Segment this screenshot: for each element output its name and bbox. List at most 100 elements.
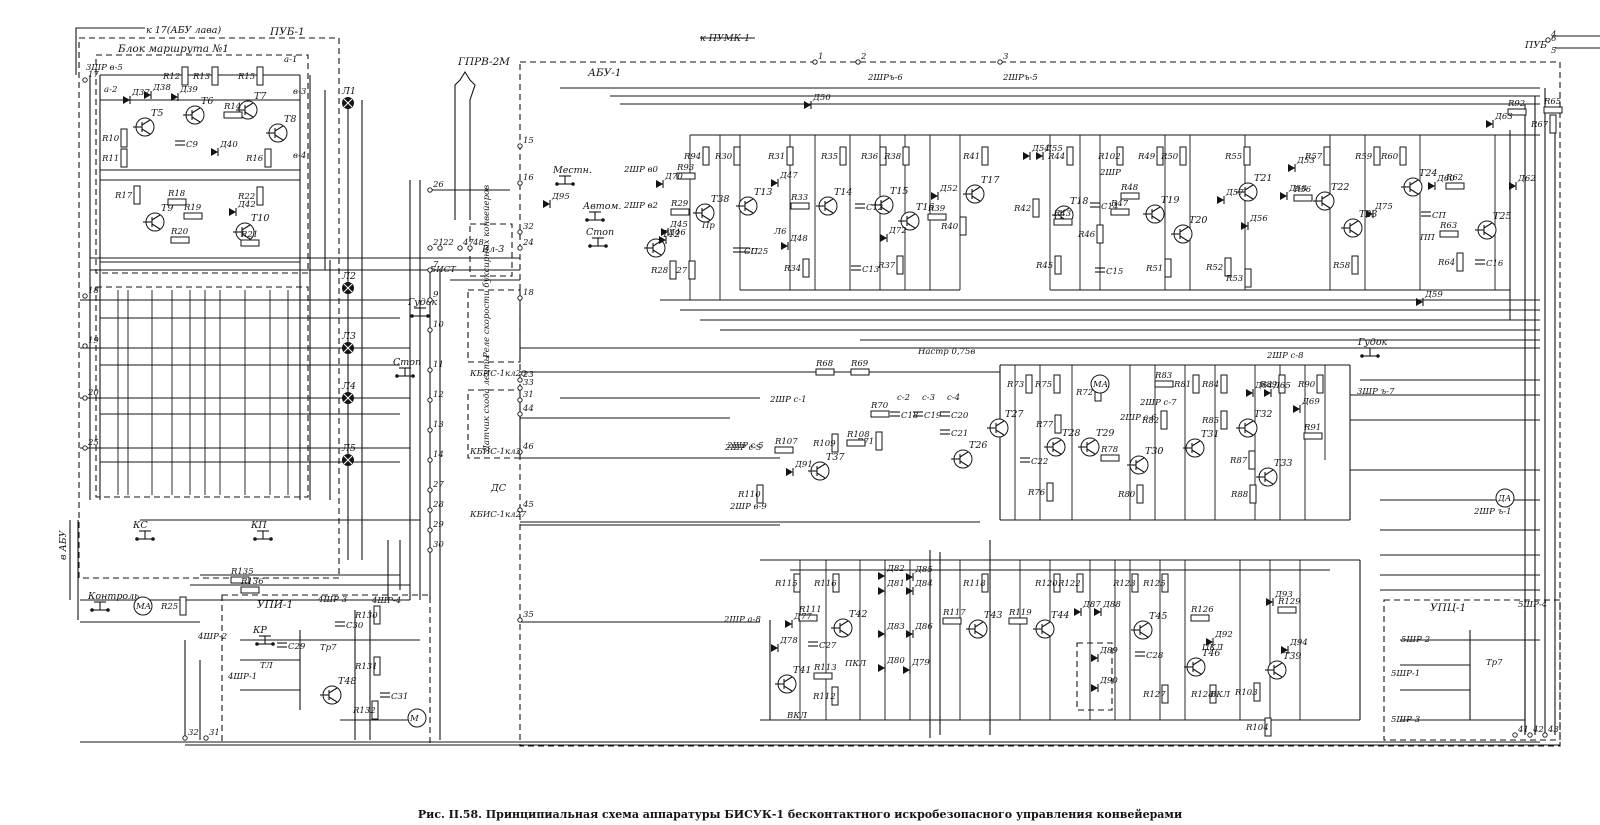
transistor-label: Т21 [1254, 173, 1272, 184]
diode-label: Д88 [1102, 600, 1121, 610]
connector-2шр-в-9: 2ШР в-9 [729, 502, 767, 512]
resistor-r122: R122 [1057, 573, 1084, 593]
capacitor-с21: С21 [940, 429, 968, 439]
connector-в-3: в-3 [293, 87, 306, 97]
element-label: ПКЛ [1201, 643, 1224, 653]
resistor-label: R44 [1047, 152, 1065, 162]
transistor-т28: Т28 [1044, 428, 1080, 457]
terminal-19: 19 [82, 336, 99, 349]
transistor-label: Т32 [1254, 409, 1272, 420]
diode-д65: Д65 [1264, 381, 1291, 397]
transistor-label: Т5 [151, 108, 163, 119]
terminal-label: 14 [433, 450, 444, 460]
resistor-r49: R49 [1137, 146, 1164, 166]
resistor-label: R67 [1530, 120, 1549, 130]
upc-1-frame [1383, 599, 1561, 741]
diode-д87: Д87 [1074, 600, 1101, 616]
terminal-label: 26 [432, 180, 444, 190]
terminal-label: 7 [433, 260, 439, 270]
diode-label: Д95 [551, 192, 570, 202]
element-label: ТЛ [260, 661, 274, 671]
element-вкл: ВКЛ [786, 711, 808, 721]
terminal-label: 15 [523, 136, 534, 146]
relay-label: Реле скорости буксирных конвейеров [481, 185, 492, 359]
terminal-label: 44 [522, 404, 534, 414]
diode-д81: Д81 [878, 579, 905, 595]
capacitor-label: С16 [1486, 259, 1504, 269]
transistor-label: Т44 [1051, 610, 1069, 621]
capacitor-label: С14 [1101, 202, 1118, 212]
capacitor-с14: С14 [1090, 202, 1118, 212]
resistor-label: R10 [101, 134, 120, 144]
resistor-label: R42 [1013, 204, 1031, 214]
resistor-r91: R91 [1303, 423, 1323, 440]
resistor-label: R39 [927, 204, 946, 214]
diode-д79: Д79 [903, 658, 930, 674]
transistor-label: Т48 [338, 676, 356, 687]
connector-с-2: с-2 [897, 393, 910, 403]
transistor-т12: Т12 [644, 229, 680, 258]
terminal-32: 32 [182, 728, 199, 741]
terminal-label: 20 [87, 388, 99, 398]
element-тр7: Тр7 [1486, 658, 1503, 668]
diode-д55: Д55 [1036, 144, 1063, 160]
diode-д46: Д46 [659, 228, 686, 244]
resistor-label: R60 [1380, 152, 1399, 162]
capacitor-label: С28 [1146, 651, 1164, 661]
terminal-29: 29 [427, 520, 444, 533]
resistor-label: R72 [1075, 388, 1093, 398]
transistor-т44: Т44 [1033, 610, 1069, 639]
diode-д92: Д92 [1206, 630, 1233, 646]
resistor-label: R20 [170, 227, 189, 237]
diode-д75: Д75 [1366, 202, 1393, 218]
resistor-label: R11 [101, 154, 119, 164]
resistor-label: R35 [820, 152, 838, 162]
resistor-label: R59 [1354, 152, 1373, 162]
diode-д48: Д48 [781, 234, 808, 250]
connector-2шр-с-7: 2ШР с-7 [1139, 398, 1177, 408]
transistor-т14: Т14 [816, 187, 852, 216]
transistor-т6: Т6 [183, 96, 213, 125]
upi-1-label: УПИ-1 [257, 599, 293, 611]
transistor-label: Т27 [1005, 409, 1024, 420]
connector-2шр-в0: 2ШР в0 [623, 165, 658, 175]
transistor-т15: Т15 [872, 186, 908, 215]
connector-2шр-с-6: 2ШР с-6 [1119, 413, 1157, 423]
gprv-label: ГПРВ-2М [457, 56, 510, 68]
terminal-label: 35 [523, 610, 534, 620]
transistor-label: Т30 [1145, 446, 1163, 457]
resistor-r28: R28 [650, 260, 677, 280]
resistor-r42: R42 [1013, 198, 1040, 218]
element-label: Л6 [773, 227, 787, 237]
pub-5-label: 5 [1551, 46, 1556, 56]
resistor-r47: R47 [1110, 199, 1130, 216]
element-label: БИСТ [429, 265, 457, 275]
resistor-r37: R37 [877, 255, 904, 275]
connector-5шр-1: 5ШР-1 [1391, 669, 1420, 679]
resistor-r76: R76 [1027, 482, 1054, 502]
resistor-label: R29 [670, 199, 689, 209]
connector-кбис-1кл3: КБИС-1кл3 [469, 447, 521, 457]
d91-frame [1076, 642, 1113, 711]
resistor-r83: R83 [1154, 371, 1174, 388]
transistor-т19: Т19 [1143, 195, 1179, 224]
transistor-т32: Т32 [1236, 409, 1272, 438]
resistor-label: R33 [790, 193, 808, 203]
diode-д86: Д86 [906, 622, 933, 638]
terminal-32: 32 [517, 222, 534, 235]
capacitor-с16: С16 [1475, 259, 1504, 269]
diode-д57: Д57 [1217, 188, 1244, 204]
transistor-т42: Т42 [831, 609, 867, 638]
resistor-r94: R94 [683, 146, 710, 166]
diode-д94: Д94 [1281, 638, 1308, 654]
terminal-16: 16 [517, 173, 534, 186]
diode-label: Д63 [1494, 112, 1513, 122]
diode-label: Д52 [939, 184, 958, 194]
terminal-18: 18 [517, 288, 534, 301]
terminal-label: 47 [462, 238, 474, 248]
resistor-r75: R75 [1034, 374, 1061, 394]
transistor-т39: Т39 [1265, 651, 1301, 680]
resistor-r18: R18 [167, 189, 187, 206]
terminal-label: 43 [1547, 725, 1559, 735]
resistor-label: R55 [1224, 152, 1242, 162]
